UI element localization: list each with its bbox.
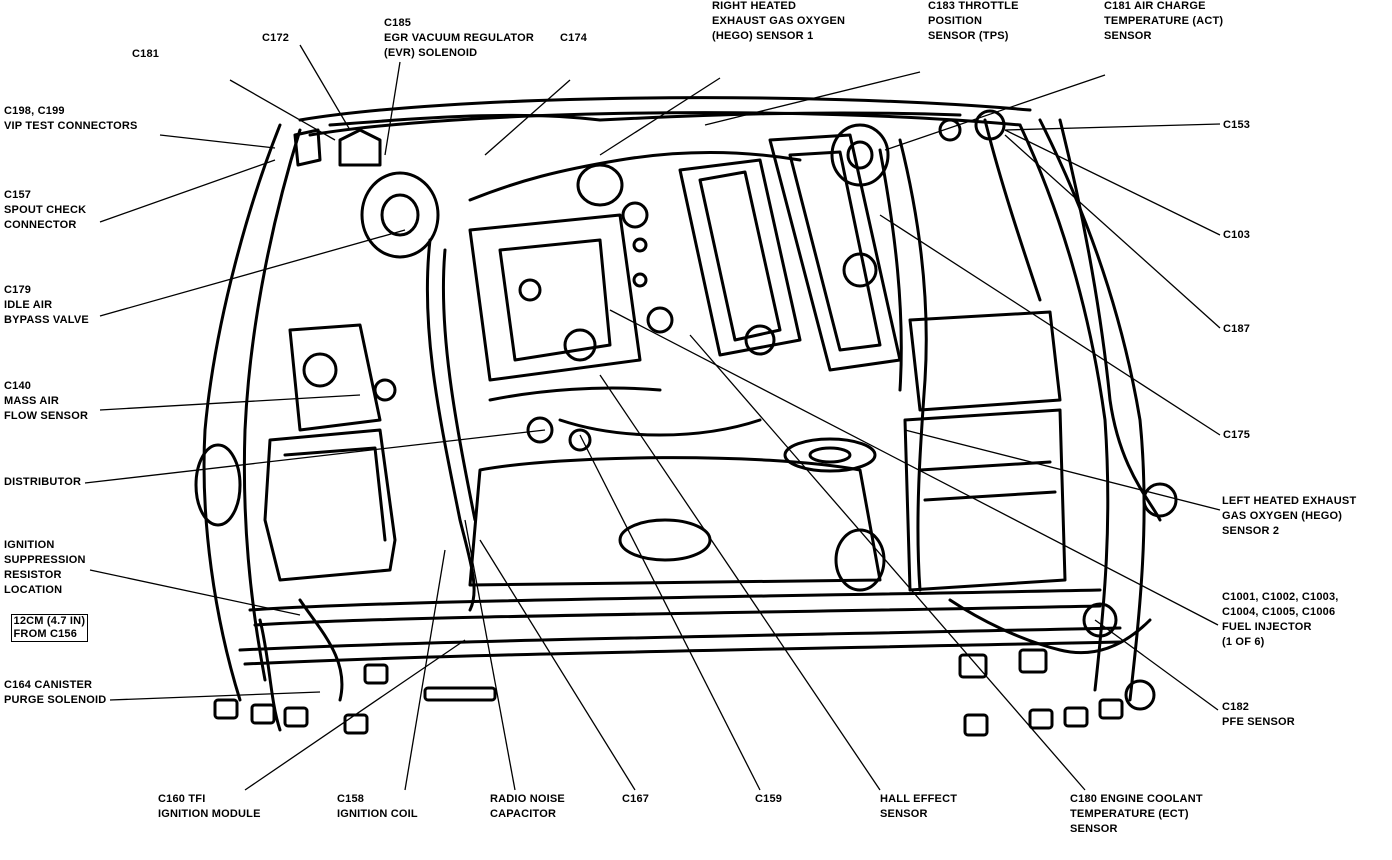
label-c175: C175 [1223, 429, 1251, 441]
label-c167: C167 [622, 793, 650, 805]
label-c174: C174 [560, 32, 588, 44]
leader-lines [84, 44, 1221, 791]
lower-harness-right [948, 598, 1152, 655]
throttle-body [576, 163, 624, 207]
label-distributor: DISTRIBUTOR [4, 476, 82, 488]
pulley [783, 437, 877, 473]
intake-plenum [678, 158, 802, 357]
radiator-support [248, 588, 1102, 612]
engine-oil-pan [618, 518, 712, 562]
label-c172: C172 [262, 32, 290, 44]
label-c103: C103 [1223, 229, 1251, 241]
firewall-top [298, 96, 1032, 122]
label-c153: C153 [1223, 119, 1251, 131]
wiring-harness-top [328, 111, 962, 127]
battery [903, 408, 1067, 592]
left-fender-inner [242, 128, 302, 682]
fan-shroud [468, 456, 882, 587]
distributor-cap [194, 443, 242, 527]
label-c181-top: C181 [132, 48, 160, 60]
left-fender-outline [202, 123, 282, 702]
label-c159: C159 [755, 793, 783, 805]
air-cleaner-box [263, 428, 397, 582]
lower-harness-left [298, 598, 344, 702]
ignition-suppression-location-box: 12CM (4.7 IN)FROM C156 [10, 614, 89, 642]
label-c187: C187 [1223, 323, 1251, 335]
left-strut-tower [360, 171, 440, 259]
